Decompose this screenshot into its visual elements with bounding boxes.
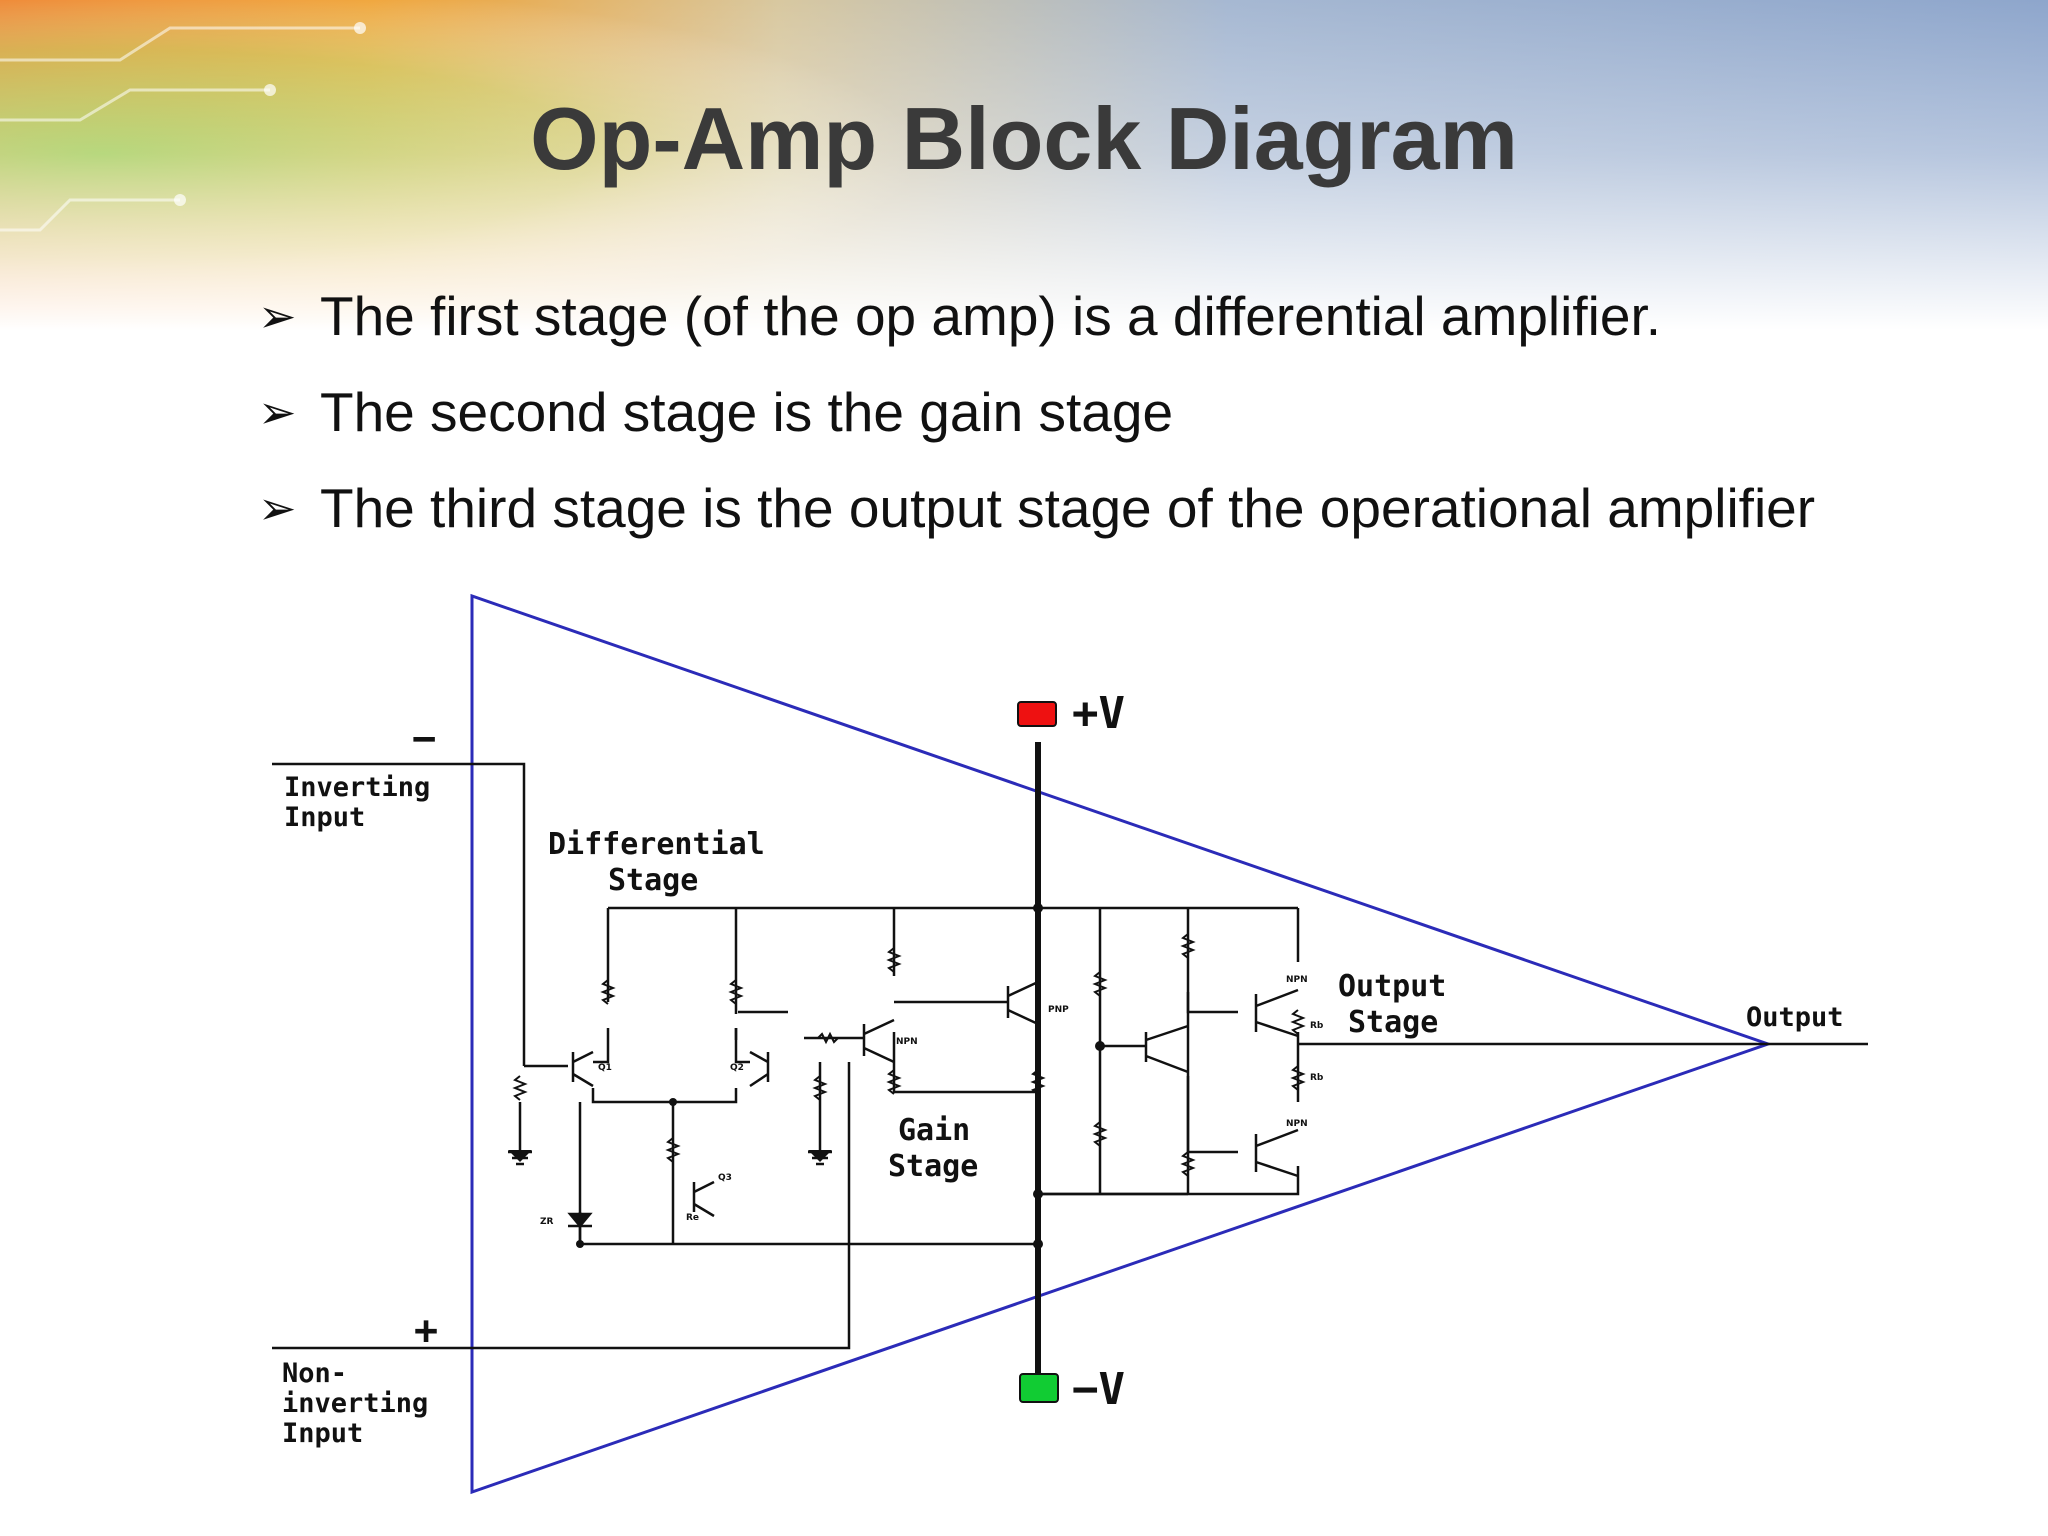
bullet-item: ➢ The second stage is the gain stage	[258, 364, 1815, 460]
inverting-input-label: Inverting	[284, 772, 430, 803]
supply-negative-label: −V	[1072, 1364, 1125, 1415]
component-label: Rb	[1310, 1073, 1324, 1083]
noninverting-input-wire	[272, 1062, 851, 1350]
component-label: Rb	[1310, 1021, 1324, 1031]
output-stage-label: Output	[1338, 969, 1446, 1004]
component-label: NPN	[896, 1037, 918, 1047]
bullet-text: The second stage is the gain stage	[320, 381, 1174, 443]
gain-stage-label: Stage	[888, 1149, 978, 1184]
gain-stage-label: Gain	[898, 1113, 970, 1148]
inverting-input-label: Input	[284, 802, 365, 833]
component-label: PNP	[1048, 1005, 1069, 1015]
bullet-list: ➢ The first stage (of the op amp) is a di…	[258, 268, 1815, 556]
arrow-bullet-icon: ➢	[258, 386, 297, 438]
differential-stage-label: Stage	[608, 863, 698, 898]
bullet-text: The third stage is the output stage of t…	[320, 477, 1816, 539]
noninverting-input-label: inverting	[282, 1388, 428, 1419]
noninverting-input-label: Non-	[282, 1358, 347, 1389]
op-amp-diagram: +V −V − + Inverting Input Non- inverting…	[268, 562, 1932, 1536]
zener-diode	[567, 1212, 593, 1244]
output-stage-label: Stage	[1348, 1005, 1438, 1040]
component-label: Q2	[730, 1063, 744, 1073]
component-label: Re	[686, 1213, 699, 1223]
component-label: NPN	[1286, 1119, 1308, 1129]
arrow-bullet-icon: ➢	[258, 290, 297, 342]
component-label: ZR	[540, 1217, 554, 1227]
noninverting-input-label: Input	[282, 1418, 363, 1449]
ground-icon	[808, 1150, 832, 1162]
component-label: NPN	[1286, 975, 1308, 985]
negative-terminal	[1019, 1373, 1059, 1403]
op-amp-triangle	[470, 593, 1773, 1495]
supply-positive-label: +V	[1072, 688, 1125, 739]
bullet-text: The first stage (of the op amp) is a dif…	[320, 285, 1662, 347]
differential-stage-label: Differential	[548, 827, 765, 862]
slide-title: Op-Amp Block Diagram	[530, 89, 1518, 188]
component-label: Q1	[598, 1063, 612, 1073]
inverting-input-wire	[272, 762, 526, 1066]
positive-terminal	[1017, 701, 1057, 727]
ground-icon	[508, 1150, 532, 1162]
arrow-bullet-icon: ➢	[258, 482, 297, 534]
noninverting-sign: +	[414, 1308, 438, 1354]
output-label: Output	[1746, 1002, 1844, 1033]
bullet-item: ➢ The first stage (of the op amp) is a di…	[258, 268, 1815, 364]
component-label: Q3	[718, 1173, 732, 1183]
inverting-sign: −	[412, 716, 436, 762]
bullet-item: ➢ The third stage is the output stage of …	[258, 460, 1815, 556]
